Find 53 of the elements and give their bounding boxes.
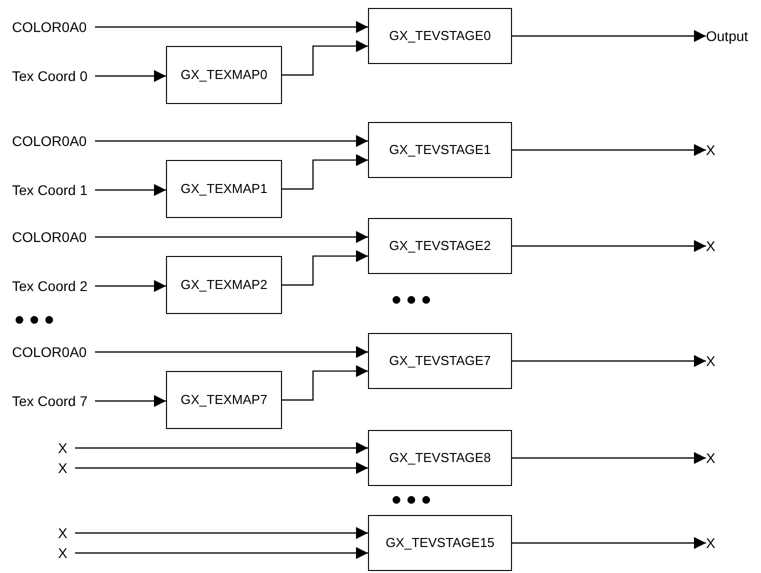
- signal-label: X: [706, 449, 716, 467]
- ellipsis-dots: ●●●: [391, 489, 436, 509]
- signal-label: Tex Coord 7: [12, 392, 88, 410]
- signal-label: Tex Coord 0: [12, 67, 88, 85]
- arrow: [282, 365, 368, 401]
- arrow: [95, 280, 166, 292]
- arrow: [75, 442, 368, 454]
- texmap-box: GX_TEXMAP7: [166, 371, 282, 429]
- tev-stage-box: GX_TEVSTAGE15: [368, 515, 512, 571]
- signal-label: COLOR0A0: [12, 228, 87, 246]
- tev-stage-box: GX_TEVSTAGE8: [368, 430, 512, 486]
- arrow: [95, 395, 166, 407]
- tev-stage-box: GX_TEVSTAGE0: [368, 8, 512, 64]
- arrow: [512, 355, 706, 367]
- signal-label: Tex Coord 1: [12, 181, 88, 199]
- arrow: [512, 144, 706, 156]
- signal-label: X: [58, 439, 68, 457]
- arrow: [75, 527, 368, 539]
- signal-label: Tex Coord 2: [12, 277, 88, 295]
- signal-label: X: [706, 534, 716, 552]
- signal-label: COLOR0A0: [12, 343, 87, 361]
- signal-label: COLOR0A0: [12, 18, 87, 36]
- arrow: [95, 135, 368, 147]
- arrow: [282, 40, 368, 76]
- signal-label: X: [58, 459, 68, 477]
- signal-label: COLOR0A0: [12, 132, 87, 150]
- arrow: [95, 21, 368, 33]
- arrow: [95, 70, 166, 82]
- arrow: [95, 231, 368, 243]
- signal-label: X: [706, 352, 716, 370]
- arrow: [512, 30, 706, 42]
- ellipsis-dots: ●●●: [391, 289, 436, 309]
- tev-stage-box: GX_TEVSTAGE7: [368, 333, 512, 389]
- signal-label: X: [706, 237, 716, 255]
- tev-stage-box: GX_TEVSTAGE2: [368, 218, 512, 274]
- signal-label: Output: [706, 27, 748, 45]
- signal-label: X: [58, 524, 68, 542]
- arrow: [95, 184, 166, 196]
- texmap-box: GX_TEXMAP0: [166, 46, 282, 104]
- arrow: [512, 240, 706, 252]
- arrow: [95, 346, 368, 358]
- signal-label: X: [706, 141, 716, 159]
- tev-stage-box: GX_TEVSTAGE1: [368, 122, 512, 178]
- ellipsis-dots: ●●●: [14, 309, 59, 329]
- texmap-box: GX_TEXMAP1: [166, 160, 282, 218]
- arrow: [512, 537, 706, 549]
- texmap-box: GX_TEXMAP2: [166, 256, 282, 314]
- arrow: [512, 452, 706, 464]
- signal-label: X: [58, 544, 68, 562]
- arrow: [75, 547, 368, 559]
- arrow: [75, 462, 368, 474]
- arrow: [282, 154, 368, 190]
- arrow: [282, 250, 368, 286]
